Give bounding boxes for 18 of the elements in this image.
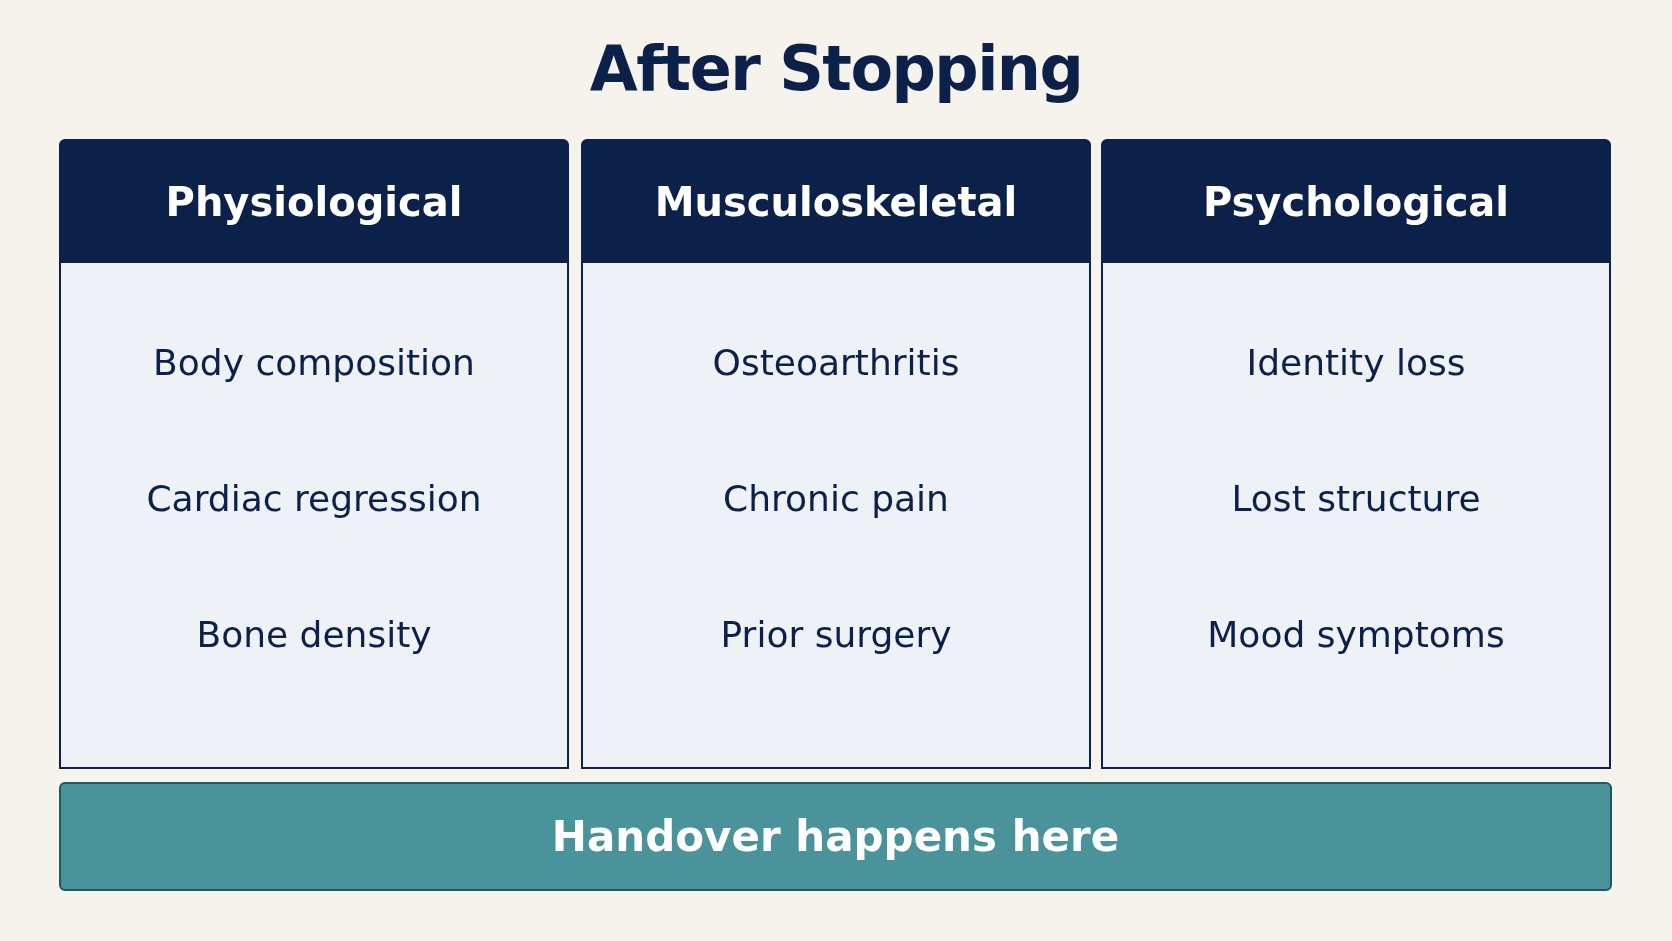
list-item: Osteoarthritis [712, 343, 960, 383]
category-column [581, 139, 1091, 769]
list-item: Cardiac regression [146, 479, 482, 519]
category-column [1101, 139, 1611, 769]
banner-bar [59, 782, 1612, 891]
category-column [59, 139, 569, 769]
list-item: Mood symptoms [1207, 615, 1505, 655]
list-item: Identity loss [1246, 343, 1466, 383]
column-header: Psychological [1103, 141, 1609, 263]
list-item: Bone density [196, 615, 432, 655]
column-header: Physiological [61, 141, 567, 263]
list-item: Chronic pain [723, 479, 949, 519]
list-item: Prior surgery [720, 615, 952, 655]
list-item: Body composition [153, 343, 475, 383]
diagram-title: After Stopping [588, 31, 1084, 107]
list-item: Lost structure [1231, 479, 1481, 519]
column-header: Musculoskeletal [583, 141, 1089, 263]
banner-text: Handover happens here [551, 811, 1120, 863]
